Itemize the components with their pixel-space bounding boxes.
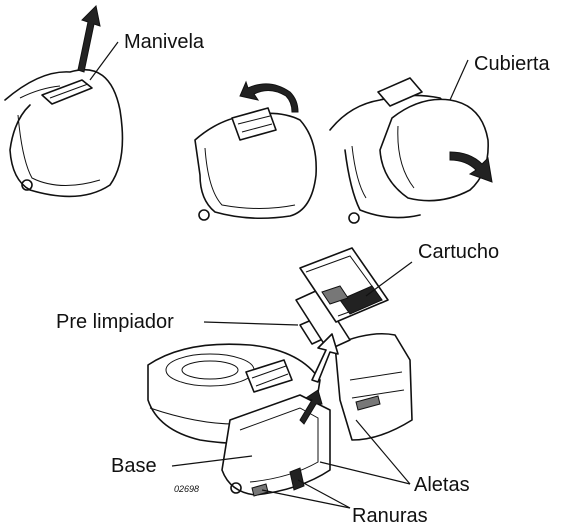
leader-cubierta	[450, 60, 468, 100]
leader-aletas-2	[320, 462, 410, 484]
leader-manivela	[90, 42, 118, 80]
handle-lever	[378, 78, 422, 106]
rotate-arrow-icon	[240, 82, 298, 112]
figure-code: 02698	[174, 484, 199, 494]
label-base: Base	[111, 455, 157, 477]
up-arrow-icon	[78, 6, 100, 72]
label-ranuras: Ranuras	[352, 505, 428, 527]
filter-housing-assembly	[148, 248, 412, 496]
step-3-remove-cover	[330, 78, 492, 223]
step-1-lift-handle	[5, 6, 122, 196]
label-aletas: Aletas	[414, 474, 470, 496]
cover-flap	[335, 334, 412, 440]
filter-base	[222, 395, 330, 495]
label-cartucho: Cartucho	[418, 241, 499, 263]
leader-ranuras-1	[262, 490, 350, 508]
step-2-rotate-handle	[195, 82, 316, 220]
label-cubierta: Cubierta	[474, 53, 550, 75]
handle-lever	[246, 360, 292, 392]
cover-panel	[380, 99, 488, 200]
label-pre-limpiador: Pre limpiador	[56, 311, 174, 333]
leader-pre-limpiador	[204, 322, 298, 325]
leader-ranuras-2	[298, 480, 350, 508]
label-manivela: Manivela	[124, 31, 205, 53]
